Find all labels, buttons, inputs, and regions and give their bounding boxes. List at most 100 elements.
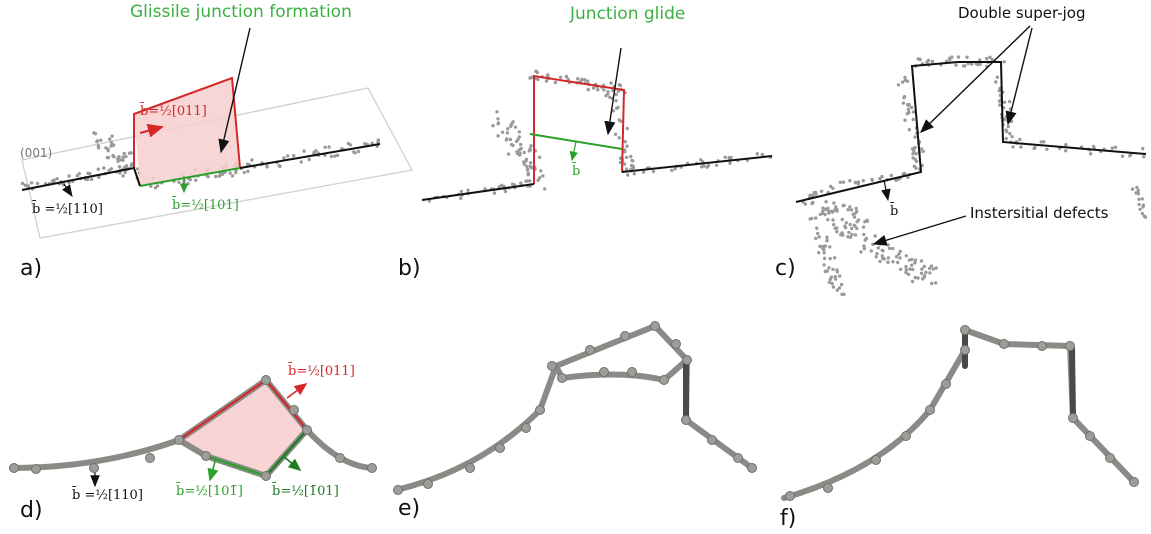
a-burgers-black: b̄ =½[110]	[32, 202, 103, 217]
tube-node	[32, 465, 41, 474]
tube-node	[748, 464, 757, 473]
atom-dot	[844, 226, 847, 229]
header-c-defects: Instersitial defects	[970, 204, 1108, 222]
atom-dot	[511, 120, 514, 123]
atom-dot	[30, 181, 33, 184]
atom-dot	[883, 257, 886, 260]
tube-node	[10, 464, 19, 473]
gray-tube-d	[12, 380, 372, 476]
atom-dot	[902, 101, 905, 104]
atom-dot	[493, 191, 496, 194]
atom-dot	[855, 210, 858, 213]
atom-dot	[923, 265, 926, 268]
atom-dot	[516, 152, 519, 155]
atom-dot	[930, 282, 933, 285]
atom-dot	[836, 288, 839, 291]
atom-dot	[496, 134, 499, 137]
atom-dot	[848, 205, 851, 208]
atom-dot	[849, 223, 852, 226]
atom-dot	[609, 81, 612, 84]
atom-dot	[887, 243, 890, 246]
atom-cloud-b	[428, 70, 773, 203]
atom-dot	[890, 174, 893, 177]
atom-dot	[895, 255, 898, 258]
atom-dot	[128, 152, 131, 155]
atom-dot	[194, 179, 197, 182]
atom-dot	[538, 156, 541, 159]
atom-dot	[536, 71, 539, 74]
atom-dot	[363, 142, 366, 145]
atom-dot	[625, 145, 628, 148]
panel-e	[394, 322, 757, 495]
atom-dot	[899, 250, 902, 253]
atom-dot	[538, 176, 541, 179]
tube-node	[536, 406, 545, 415]
atom-dot	[849, 236, 852, 239]
atom-dot	[880, 175, 883, 178]
pointer-c-2	[1008, 28, 1032, 124]
atom-cloud-c	[802, 55, 1148, 296]
tube-node	[902, 432, 911, 441]
atom-dot	[506, 127, 509, 130]
atom-dot	[932, 267, 935, 270]
tube-node	[466, 464, 475, 473]
atom-dot	[700, 165, 703, 168]
atom-dot	[902, 96, 905, 99]
atom-dot	[1008, 132, 1011, 135]
green-junction-b	[530, 134, 622, 149]
atom-dot	[910, 106, 913, 109]
atom-dot	[855, 227, 858, 230]
atom-dot	[839, 233, 842, 236]
atom-dot	[907, 273, 910, 276]
atom-dot	[118, 165, 121, 168]
atom-dot	[526, 168, 529, 171]
pointer-c-1	[921, 26, 1030, 132]
atom-dot	[915, 160, 918, 163]
atom-dot	[906, 103, 909, 106]
atom-dot	[1045, 148, 1048, 151]
atom-dot	[55, 177, 58, 180]
atom-dot	[615, 107, 618, 110]
atom-dot	[850, 227, 853, 230]
atom-dot	[583, 78, 586, 81]
atom-dot	[908, 128, 911, 131]
panel-label-a: a)	[20, 256, 42, 281]
atom-dot	[934, 281, 937, 284]
atom-dot	[856, 220, 859, 223]
atom-dot	[527, 172, 530, 175]
atom-dot	[848, 179, 851, 182]
tube-node	[262, 376, 271, 385]
atom-dot	[154, 186, 157, 189]
atom-dot	[808, 194, 811, 197]
atom-dot	[123, 166, 126, 169]
atom-dot	[519, 143, 522, 146]
atom-dot	[862, 179, 865, 182]
atom-dot	[524, 179, 527, 182]
panel-label-c: c)	[775, 256, 796, 281]
atom-dot	[618, 136, 621, 139]
plane-label: (001)	[20, 146, 52, 160]
atom-dot	[536, 78, 539, 81]
gray-tube-f	[784, 330, 1134, 498]
atom-dot	[826, 218, 829, 221]
atom-dot	[833, 256, 836, 259]
atom-dot	[511, 183, 514, 186]
atom-dot	[1007, 125, 1010, 128]
atom-dot	[507, 152, 510, 155]
tube-node	[262, 472, 271, 481]
tube-node	[1069, 414, 1078, 423]
atom-dot	[823, 213, 826, 216]
atom-dot	[1018, 138, 1021, 141]
atom-dot	[104, 146, 107, 149]
atom-dot	[625, 167, 628, 170]
black-dislocation	[22, 168, 140, 190]
atom-dot	[1121, 155, 1124, 158]
atom-dot	[875, 252, 878, 255]
atom-dot	[866, 220, 869, 223]
atom-dot	[36, 182, 39, 185]
tube-node	[683, 356, 692, 365]
atom-dot	[626, 127, 629, 130]
atom-dot	[186, 182, 189, 185]
atom-dot	[1064, 143, 1067, 146]
atom-dot	[624, 140, 627, 143]
